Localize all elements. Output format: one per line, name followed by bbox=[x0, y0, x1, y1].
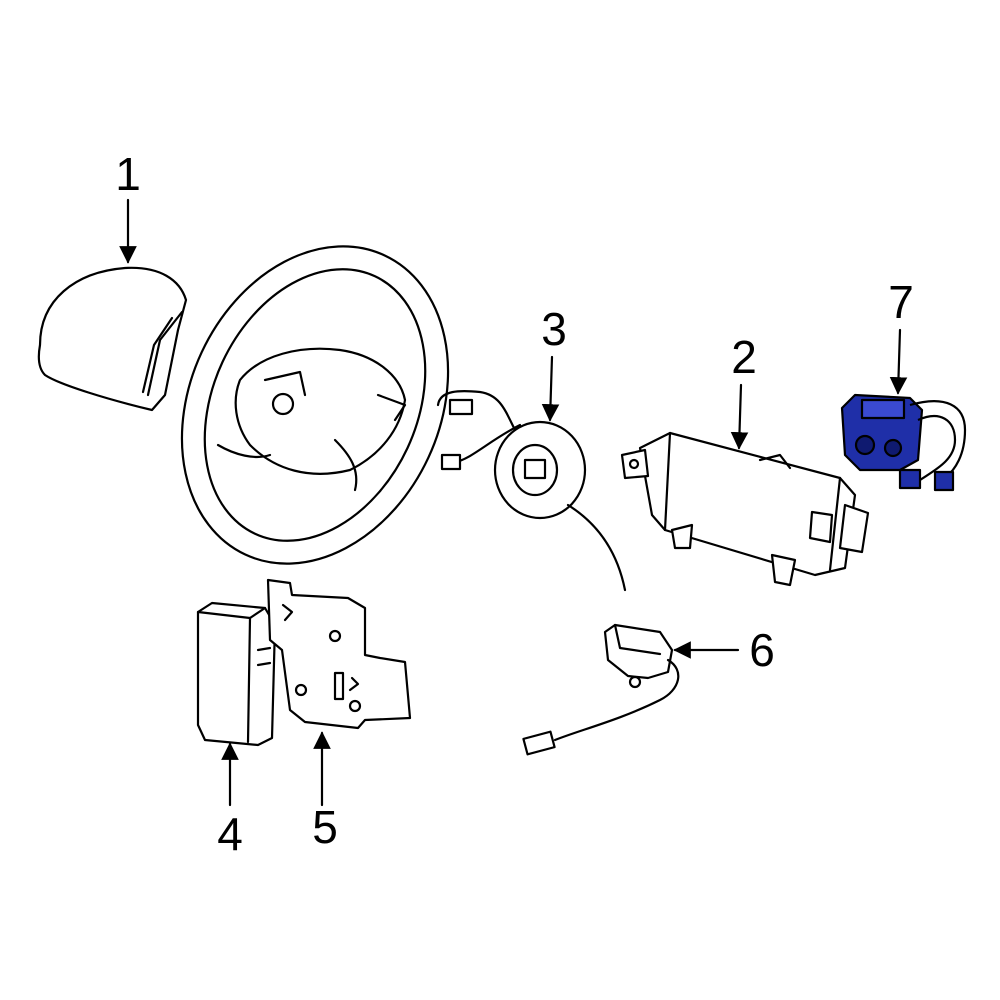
callout-labels: 1 2 3 4 5 6 7 bbox=[115, 148, 914, 860]
callout-7: 7 bbox=[888, 276, 914, 328]
callout-arrows bbox=[119, 198, 908, 807]
arrow-7 bbox=[889, 328, 908, 395]
part-5-mounting-bracket[interactable] bbox=[266, 578, 412, 730]
steering-wheel bbox=[180, 245, 450, 565]
part-6-impact-sensor[interactable] bbox=[522, 623, 680, 756]
callout-6: 6 bbox=[749, 624, 775, 676]
callout-4: 4 bbox=[217, 808, 243, 860]
part-2-airbag-module[interactable] bbox=[620, 431, 870, 587]
callout-3: 3 bbox=[541, 303, 567, 355]
part-1-horn-pad-cover[interactable] bbox=[37, 266, 188, 412]
arrow-3 bbox=[541, 355, 560, 422]
callout-5: 5 bbox=[312, 801, 338, 853]
callout-1: 1 bbox=[115, 148, 141, 200]
arrow-2 bbox=[730, 383, 749, 450]
part-3-clockspring[interactable] bbox=[436, 389, 627, 592]
part-4-control-module[interactable] bbox=[196, 601, 277, 747]
callout-2: 2 bbox=[731, 331, 757, 383]
part-7-sensor-highlighted[interactable] bbox=[840, 393, 967, 492]
